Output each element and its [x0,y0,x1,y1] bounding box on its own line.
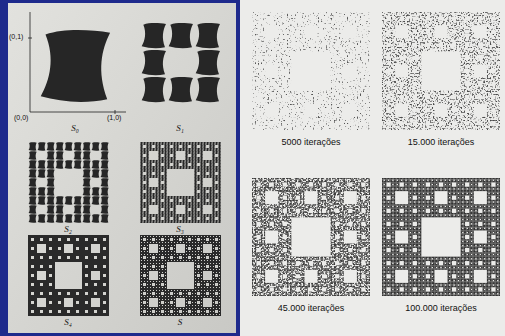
iteration-caption: 5000 iterações [281,138,340,148]
stage-label: S [178,318,183,328]
iteration-caption: 100.000 iterações [405,304,477,314]
iteration-caption: 45.000 iterações [278,304,345,314]
chaos-5000 [252,12,370,130]
chaos-15000 [382,12,500,130]
axis-label: (0,0) [14,114,28,122]
stage-label: S₁ [176,124,184,134]
left-page [8,3,236,333]
initial-shape [41,30,110,102]
axes [28,12,126,114]
axis-label: (1,0) [107,114,121,122]
stage-label: S₄ [64,318,72,328]
chaos-45000 [252,178,370,296]
iteration-4 [28,235,109,316]
stage-label: S₃ [176,225,184,235]
limit-carpet [140,235,221,316]
axis-label: (0,1) [9,33,23,41]
iteration-3 [140,142,221,223]
stage-label: S₀ [71,124,79,134]
stage-label: S₂ [64,225,72,235]
iteration-caption: 15.000 iterações [408,138,475,148]
iteration-1 [142,23,220,102]
right-page [240,0,505,336]
chaos-100000 [382,178,500,296]
iteration-2 [29,142,109,222]
